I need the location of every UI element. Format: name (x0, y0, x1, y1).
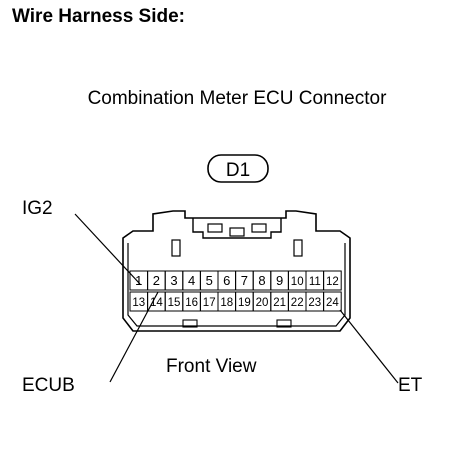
ig2-leader-line (74, 213, 141, 285)
pin-number-23: 23 (308, 297, 321, 309)
pin-number-17: 17 (203, 297, 216, 309)
pin-number-20: 20 (256, 297, 269, 309)
connector-code: D1 (226, 160, 250, 181)
pin-number-18: 18 (220, 297, 233, 309)
pin-number-21: 21 (273, 297, 286, 309)
pin-cell-12 (323, 270, 342, 291)
pin-number-2: 2 (153, 273, 160, 288)
pin-number-10: 10 (291, 276, 304, 288)
pin-cell-24 (323, 291, 342, 312)
ecub-leader-line (109, 291, 159, 383)
latch-slot-center (229, 227, 245, 237)
pin-number-24: 24 (326, 297, 339, 309)
connector-housing (122, 210, 351, 332)
pin-number-1: 1 (135, 273, 142, 288)
pin-number-5: 5 (206, 273, 213, 288)
pin-number-9: 9 (276, 273, 283, 288)
pin-number-8: 8 (258, 273, 265, 288)
et-label: ET (398, 375, 423, 396)
front-view-label: Front View (166, 356, 257, 377)
pin-number-19: 19 (238, 297, 251, 309)
pin-number-12: 12 (326, 276, 339, 288)
connector-latch (192, 218, 282, 239)
pin-number-11: 11 (309, 276, 321, 288)
pin-number-3: 3 (170, 273, 177, 288)
pin-number-15: 15 (168, 297, 181, 309)
connector-inner-wall (127, 243, 346, 327)
et-leader-line (339, 309, 399, 384)
ecub-label: ECUB (22, 375, 75, 396)
bottom-key-right (276, 319, 292, 328)
pin-number-22: 22 (291, 297, 304, 309)
pin-number-4: 4 (188, 273, 195, 288)
latch-slot-right (251, 223, 267, 233)
pin-number-7: 7 (241, 273, 248, 288)
latch-slot-left (207, 223, 223, 233)
ig2-label: IG2 (22, 198, 53, 219)
bottom-key-left (182, 319, 198, 328)
guide-post-left (171, 239, 181, 257)
diagram-heading: Wire Harness Side: (12, 6, 186, 27)
connector-code-badge (207, 154, 269, 183)
guide-post-right (293, 239, 303, 257)
pin-number-16: 16 (185, 297, 198, 309)
pin-number-13: 13 (132, 297, 145, 309)
pin-number-6: 6 (223, 273, 230, 288)
connector-title: Combination Meter ECU Connector (87, 88, 387, 109)
